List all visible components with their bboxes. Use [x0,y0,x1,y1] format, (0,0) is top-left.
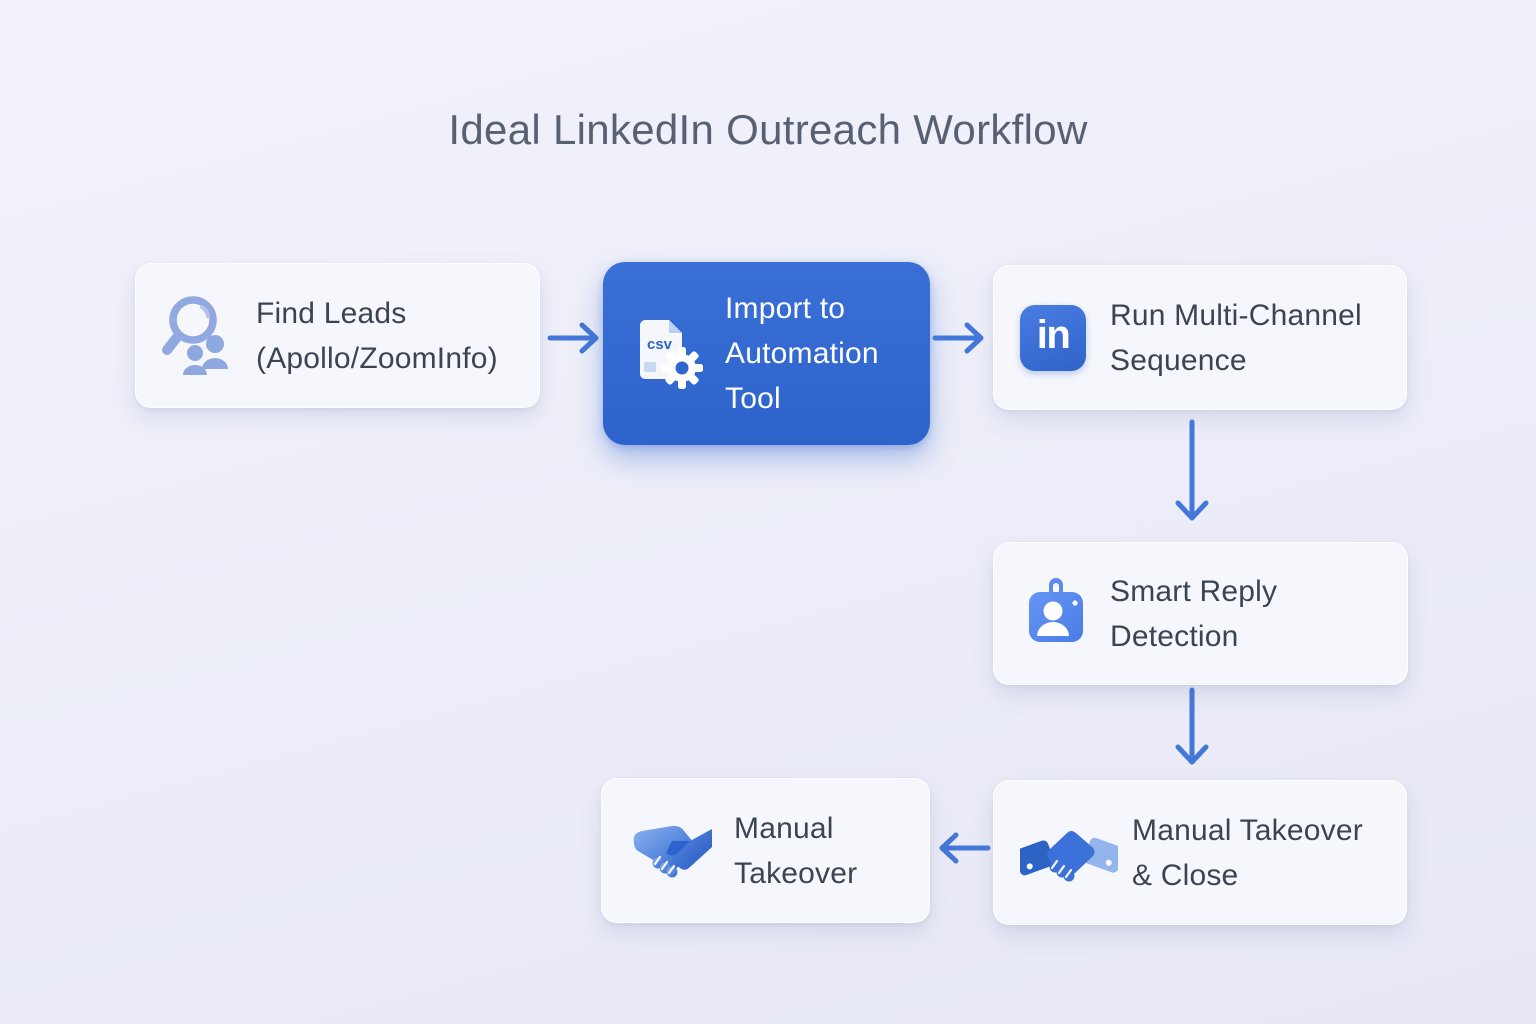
node-label: Run Multi-Channel Sequence [1110,298,1362,377]
search-leads-icon [162,293,236,379]
node-label: Smart Reply Detection [1110,574,1278,653]
node-label: Find Leads (Apollo/ZoomInfo) [256,291,498,381]
linkedin-in-text: in [1036,312,1071,357]
arrow-right-icon [547,322,599,354]
node-import-tool: csv [603,262,930,445]
node-label-line2: (Apollo/ZoomInfo) [256,341,498,375]
page-title: Ideal LinkedIn Outreach Workflow [448,106,1088,153]
handshake-icon [1020,819,1118,887]
csv-file-label: csv [647,336,673,353]
node-takeover-close: Manual Takeover & Close [993,780,1407,925]
node-find-leads: Find Leads (Apollo/ZoomInfo) [135,263,540,408]
arrow-down-icon [1175,687,1209,765]
linkedin-icon: in [1020,304,1086,371]
node-manual-takeover: Manual Takeover [601,778,930,923]
node-label: Manual Takeover & Close [1132,813,1363,892]
handshake-icon [628,817,720,885]
node-label-line1: Find Leads [256,296,407,330]
id-badge-icon [1020,576,1092,652]
arrow-right-icon [932,322,984,354]
node-run-sequence: in Run Multi-Channel Sequence [993,265,1407,410]
node-label: Import to Automation Tool [725,292,879,415]
csv-gear-icon: csv [629,315,709,393]
arrow-left-icon [939,832,991,864]
node-label: Manual Takeover [734,811,858,890]
arrow-down-icon [1175,419,1209,521]
node-smart-reply: Smart Reply Detection [993,542,1408,685]
